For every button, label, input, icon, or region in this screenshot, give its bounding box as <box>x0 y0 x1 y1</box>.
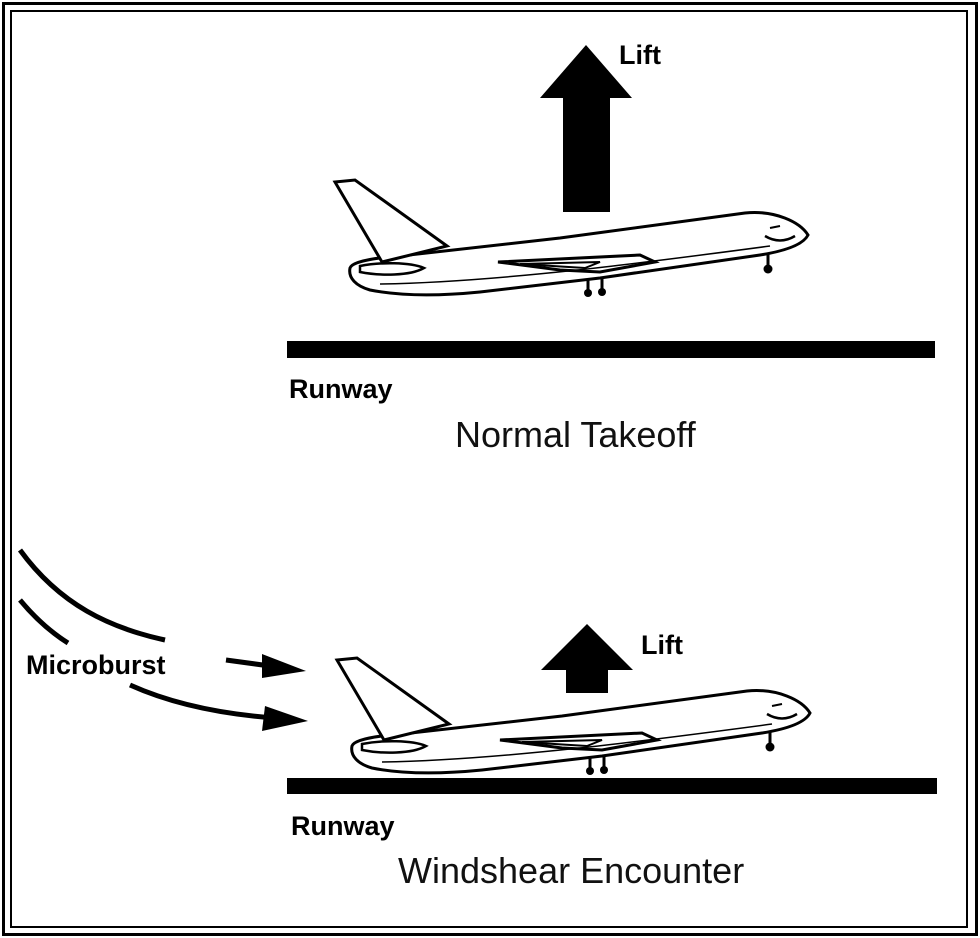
windshear-lift-arrow <box>541 624 633 693</box>
normal-runway <box>287 341 935 358</box>
normal-lift-arrow <box>540 45 632 212</box>
microburst-wind-line <box>18 598 70 646</box>
normal-runway-label: Runway <box>289 374 393 404</box>
windshear-scene: Lift Microburst Runway Windshear Encount… <box>17 548 937 891</box>
normal-lift-label: Lift <box>619 40 661 70</box>
windshear-runway-label: Runway <box>291 811 395 841</box>
windshear-lift-label: Lift <box>641 630 683 660</box>
normal-takeoff-scene: Lift Runway Normal Takeoff <box>287 40 935 455</box>
microburst-wind-line <box>17 548 166 643</box>
microburst-label: Microburst <box>26 650 166 680</box>
windshear-caption: Windshear Encounter <box>398 850 744 891</box>
inner-frame <box>10 10 968 928</box>
microburst-arrowhead <box>262 706 308 731</box>
microburst-arrowhead <box>262 654 306 678</box>
normal-caption: Normal Takeoff <box>455 414 697 455</box>
microburst-wind-line <box>128 682 276 721</box>
windshear-runway <box>287 778 937 794</box>
